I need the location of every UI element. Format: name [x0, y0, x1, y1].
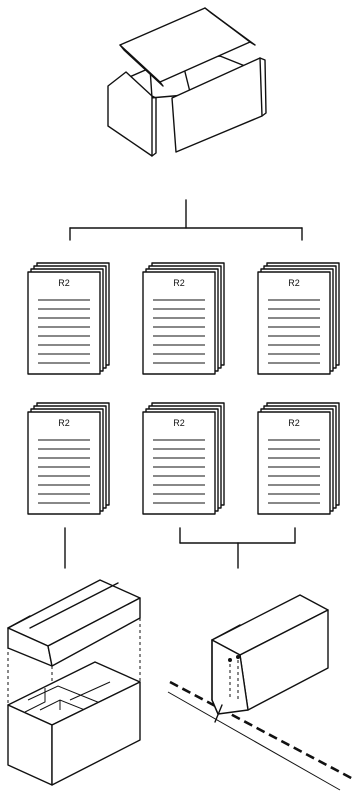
document-page-front [257, 271, 331, 375]
exploded-box-house-illustration [7, 579, 141, 786]
document-page-front [142, 271, 216, 375]
document-label: R2 [58, 418, 70, 428]
gable-wall-left [107, 71, 153, 157]
tree-connector-top [69, 199, 303, 241]
sited-house-illustration [167, 594, 356, 791]
document-stack: R2 [257, 402, 340, 515]
document-page-front [257, 411, 331, 515]
document-stack: R2 [142, 402, 225, 515]
document-page-front [27, 411, 101, 515]
box-side [51, 681, 141, 786]
document-label: R2 [173, 418, 185, 428]
document-label: R2 [173, 278, 185, 288]
tree-connector-bottom [64, 527, 296, 569]
property-boundary-line [169, 680, 356, 782]
document-page-front [27, 271, 101, 375]
document-page-front [142, 411, 216, 515]
document-stack: R2 [257, 262, 340, 375]
document-label: R2 [58, 278, 70, 288]
document-stack: R2 [27, 402, 110, 515]
document-stack: R2 [142, 262, 225, 375]
document-label: R2 [288, 278, 300, 288]
document-stack: R2 [27, 262, 110, 375]
exploded-house-illustration [107, 7, 267, 157]
document-label: R2 [288, 418, 300, 428]
